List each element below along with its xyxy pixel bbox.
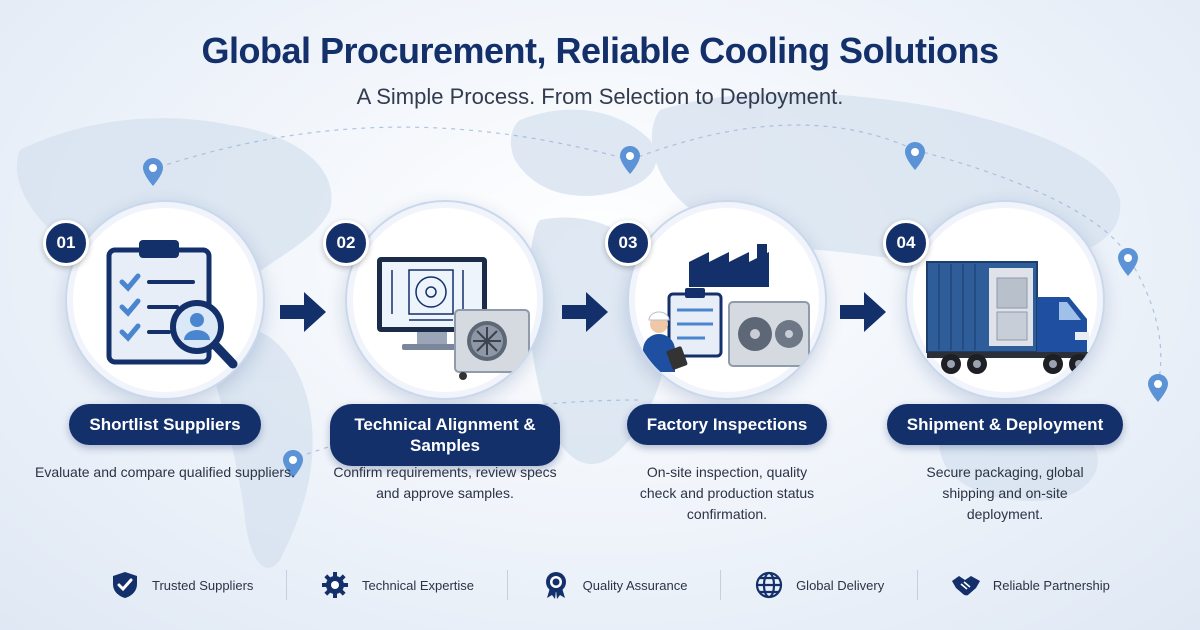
step-label: Factory Inspections xyxy=(626,404,828,445)
location-pin-icon xyxy=(1118,248,1138,276)
step-number-badge: 01 xyxy=(43,220,89,266)
step-label-pill: Shortlist Suppliers xyxy=(35,404,295,445)
location-pin-icon xyxy=(143,158,163,186)
feature-label: Trusted Suppliers xyxy=(152,577,254,593)
feature-item: Trusted Suppliers xyxy=(110,570,253,600)
divider xyxy=(720,570,722,600)
process-step-3: 03 Factory Inspections On-site inspectio… xyxy=(597,200,857,530)
gear-icon xyxy=(322,572,349,598)
location-pin-icon xyxy=(1148,374,1168,402)
step-number-badge: 03 xyxy=(605,220,651,266)
monitor-blueprint-ac-unit-icon xyxy=(377,257,530,380)
feature-item: Global Delivery xyxy=(754,570,884,600)
step-label-pill: Technical Alignment & Samples xyxy=(315,404,575,466)
page-subtitle: A Simple Process. From Selection to Depl… xyxy=(356,84,844,109)
step-description: Secure packaging, global shipping and on… xyxy=(926,464,1084,522)
step-description: On-site inspection, quality check and pr… xyxy=(639,464,815,522)
step-illustration-frame xyxy=(345,200,545,400)
step-label: Technical Alignment & Samples xyxy=(330,404,560,466)
award-badge-icon xyxy=(545,572,566,599)
arrow-right-icon xyxy=(562,292,608,332)
handshake-icon xyxy=(951,576,980,596)
feature-item: Reliable Partnership xyxy=(951,570,1110,600)
arrow-right-icon xyxy=(840,292,886,332)
feature-label: Reliable Partnership xyxy=(992,577,1110,593)
shield-check-icon xyxy=(113,572,137,598)
container-truck-icon xyxy=(926,261,1089,374)
location-pin-icon xyxy=(905,142,925,170)
location-pin-icon xyxy=(620,146,640,174)
globe-icon xyxy=(755,571,783,599)
clipboard-search-icon xyxy=(106,240,238,369)
step-illustration-frame xyxy=(905,200,1105,400)
step-label: Shipment & Deployment xyxy=(886,404,1124,445)
step-illustration-frame xyxy=(627,200,827,400)
location-pin-icon xyxy=(283,450,303,478)
step-label: Shortlist Suppliers xyxy=(69,404,261,445)
step-label-pill: Shipment & Deployment xyxy=(875,404,1135,445)
page-title: Global Procurement, Reliable Cooling Sol… xyxy=(201,30,999,71)
feature-label: Quality Assurance xyxy=(582,577,688,593)
process-step-4: 04 Shipment & Deployment Secure packagin… xyxy=(875,200,1135,530)
process-step-1: 01 Shortlist Suppliers Evaluate and comp… xyxy=(35,200,295,530)
step-number-badge: 04 xyxy=(883,220,929,266)
feature-item: Technical Expertise xyxy=(320,570,474,600)
arrow-right-icon xyxy=(280,292,326,332)
factory-inspector-icon xyxy=(643,244,810,372)
feature-label: Global Delivery xyxy=(796,577,885,593)
step-illustration-frame xyxy=(65,200,265,400)
feature-item: Quality Assurance xyxy=(541,570,688,600)
process-step-2: 02 Technical Alignment & Samples Confirm… xyxy=(315,200,575,530)
step-description: Confirm requirements, review specs and a… xyxy=(333,464,557,501)
step-number-badge: 02 xyxy=(323,220,369,266)
step-label-pill: Factory Inspections xyxy=(597,404,857,445)
divider xyxy=(286,570,288,600)
step-description: Evaluate and compare qualified suppliers… xyxy=(35,464,295,480)
feature-strip: Trusted Suppliers Technical Expertise Qu… xyxy=(110,565,1110,605)
divider xyxy=(506,570,508,600)
divider xyxy=(917,570,919,600)
feature-label: Technical Expertise xyxy=(362,577,475,593)
